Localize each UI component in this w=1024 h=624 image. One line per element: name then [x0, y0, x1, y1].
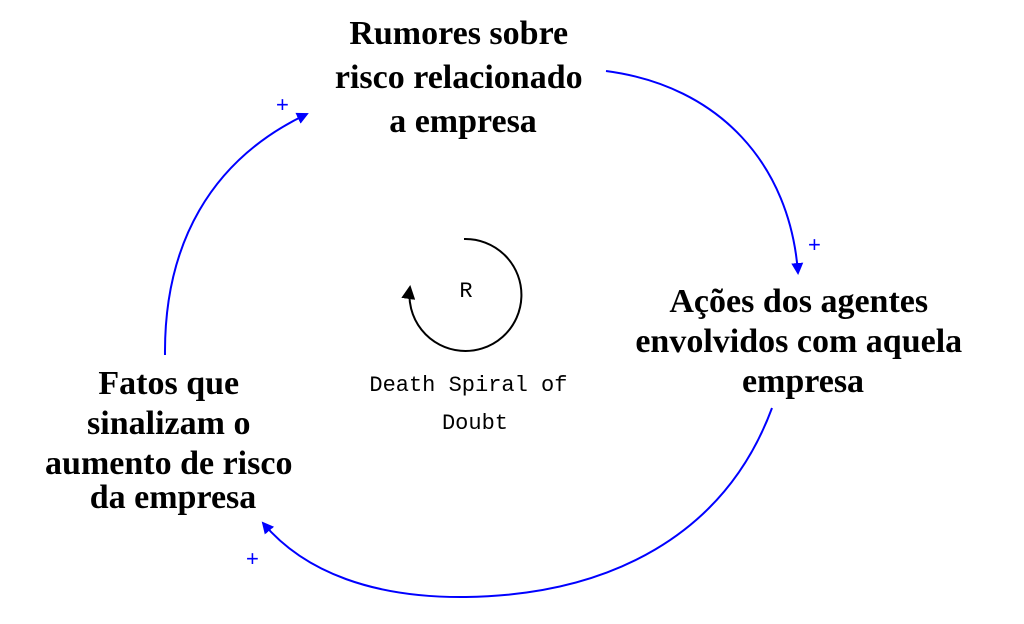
loop-symbol: R	[459, 279, 472, 304]
node-acoes: Ações dos agentes envolvidos com aquela …	[635, 283, 970, 400]
node-fatos-line: Fatos que	[98, 365, 239, 402]
loop-name-line: Doubt	[442, 411, 508, 436]
loop-name-line: Death Spiral of	[369, 373, 567, 398]
loop-arrow-icon	[401, 237, 523, 352]
node-rumores-line: a empresa	[389, 103, 537, 140]
node-acoes-line: empresa	[742, 363, 864, 400]
link-rumores-to-acoes	[605, 70, 804, 275]
link-fatos-to-rumores	[163, 112, 309, 356]
node-fatos: Fatos que sinalizam o aumento de risco d…	[45, 365, 301, 516]
node-fatos-line: aumento de risco	[45, 445, 292, 482]
node-fatos-line: sinalizam o	[87, 405, 250, 442]
polarity-fatos-to-rumores: +	[276, 92, 289, 117]
polarity-acoes-to-fatos: +	[246, 546, 259, 571]
node-rumores-line: Rumores sobre	[349, 15, 568, 52]
node-acoes-line: envolvidos com aquela	[635, 323, 962, 360]
loop-name: Death Spiral of Doubt	[369, 373, 580, 436]
node-rumores: Rumores sobre risco relacionado a empres…	[335, 15, 591, 140]
node-fatos-line: da empresa	[90, 479, 257, 516]
node-acoes-line: Ações dos agentes	[669, 283, 928, 320]
link-acoes-to-fatos	[261, 407, 773, 599]
node-rumores-line: risco relacionado	[335, 59, 583, 96]
polarity-rumores-to-acoes: +	[808, 232, 821, 257]
